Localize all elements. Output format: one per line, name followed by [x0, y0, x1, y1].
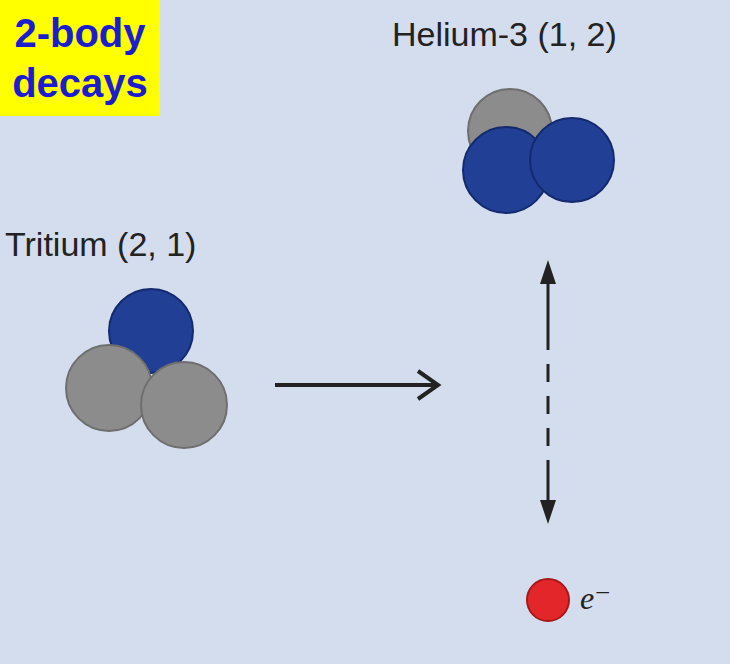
arrow-head: [540, 500, 556, 524]
connector-arrow: [540, 260, 556, 524]
particle-label: e⁻: [580, 578, 611, 618]
arrow-head: [540, 260, 556, 284]
helium-nucleus: Helium-3 (1, 2): [392, 14, 667, 214]
electron: e⁻: [522, 574, 622, 628]
particle-circle: [530, 118, 614, 202]
banner-title: 2-body decays: [11, 8, 149, 108]
particle-circle: [141, 362, 227, 448]
particle-circle: [527, 579, 569, 621]
particle-circle: [66, 345, 152, 431]
decay-arrow-head: [418, 371, 438, 399]
nucleus-label: Helium-3 (1, 2): [392, 14, 617, 54]
decay-arrow: [275, 383, 436, 387]
nucleus-label: Tritium (2, 1): [5, 224, 196, 264]
connector-line: [547, 278, 550, 506]
title-banner: 2-body decays: [0, 0, 160, 116]
tritium-nucleus: Tritium (2, 1): [5, 224, 250, 456]
